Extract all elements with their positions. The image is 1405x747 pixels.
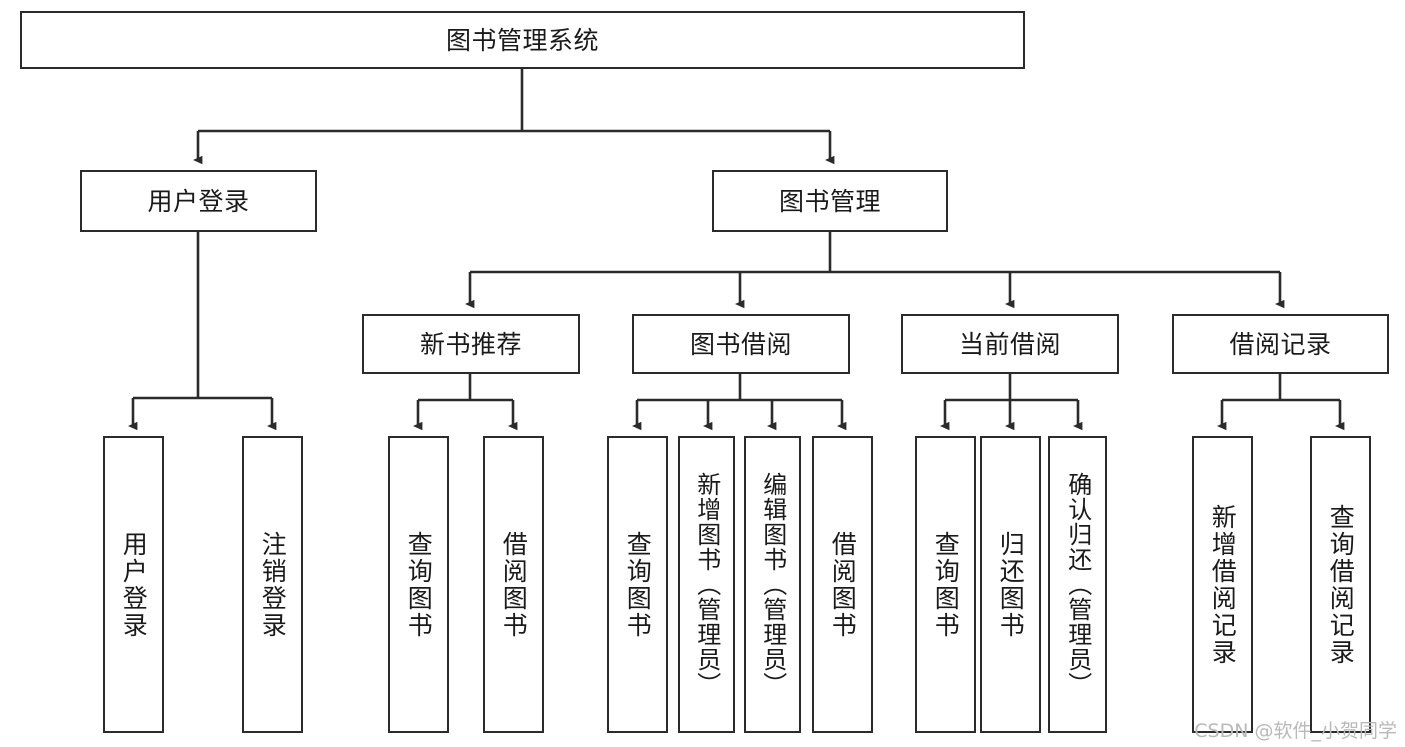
node-label: 新增借阅记录 — [1208, 503, 1238, 666]
leaf-query-borrow-record[interactable]: 查询借阅记录 — [1310, 436, 1371, 733]
leaf-query-book-current[interactable]: 查询图书 — [915, 436, 976, 733]
leaf-return-book[interactable]: 归还图书 — [980, 436, 1041, 733]
node-book-management[interactable]: 图书管理 — [712, 170, 948, 232]
node-label: 用户登录 — [147, 186, 250, 216]
leaf-user-login[interactable]: 用户登录 — [103, 436, 164, 733]
node-label: 借阅图书 — [828, 530, 858, 639]
node-label: 查询图书 — [404, 530, 434, 639]
node-book-borrow[interactable]: 图书借阅 — [632, 314, 850, 374]
node-label: 用户登录 — [119, 530, 149, 639]
leaf-logout[interactable]: 注销登录 — [242, 436, 303, 733]
node-label: 注销登录 — [258, 530, 288, 639]
node-root-system[interactable]: 图书管理系统 — [20, 11, 1025, 69]
node-label: 当前借阅 — [958, 329, 1061, 359]
node-label: 新增图书（管理员） — [692, 472, 721, 697]
leaf-borrow-book[interactable]: 借阅图书 — [812, 436, 873, 733]
leaf-add-book-admin[interactable]: 新增图书（管理员） — [678, 436, 735, 733]
node-label: 编辑图书（管理员） — [758, 472, 787, 697]
node-new-book-recommend[interactable]: 新书推荐 — [362, 314, 580, 374]
leaf-query-book-borrow[interactable]: 查询图书 — [607, 436, 668, 733]
node-current-borrow[interactable]: 当前借阅 — [901, 314, 1119, 374]
leaf-add-borrow-record[interactable]: 新增借阅记录 — [1192, 436, 1253, 733]
node-label: 图书管理系统 — [445, 25, 599, 55]
node-label: 图书借阅 — [689, 329, 792, 359]
node-user-login[interactable]: 用户登录 — [80, 170, 317, 232]
csdn-watermark: CSDN @软件_小贺同学 — [1194, 720, 1397, 742]
node-label: 归还图书 — [996, 530, 1026, 639]
node-label: 查询图书 — [623, 530, 653, 639]
node-label: 查询图书 — [931, 530, 961, 639]
node-label: 借阅图书 — [499, 530, 529, 639]
node-label: 图书管理 — [778, 186, 881, 216]
node-borrow-records[interactable]: 借阅记录 — [1172, 314, 1389, 374]
leaf-borrow-book-recommend[interactable]: 借阅图书 — [483, 436, 544, 733]
node-label: 新书推荐 — [419, 329, 522, 359]
node-label: 查询借阅记录 — [1326, 503, 1356, 666]
leaf-edit-book-admin[interactable]: 编辑图书（管理员） — [744, 436, 801, 733]
leaf-query-book-recommend[interactable]: 查询图书 — [388, 436, 449, 733]
node-label: 确认归还（管理员） — [1063, 472, 1092, 697]
leaf-confirm-return-admin[interactable]: 确认归还（管理员） — [1048, 436, 1107, 733]
node-label: 借阅记录 — [1229, 329, 1332, 359]
